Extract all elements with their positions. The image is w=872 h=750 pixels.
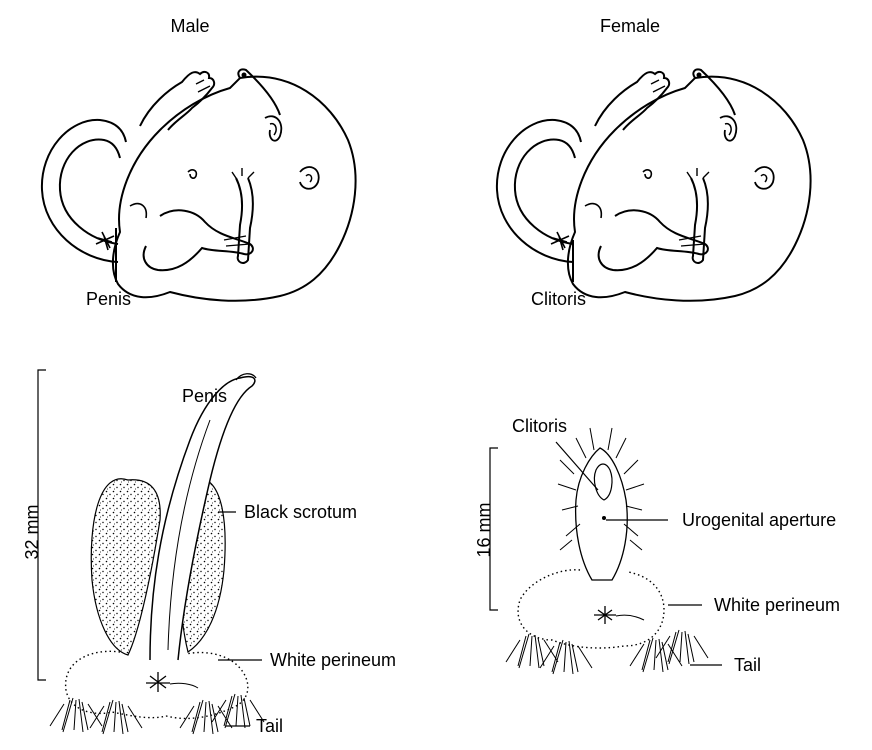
female-scale-label: 16 mm: [474, 502, 494, 557]
black-scrotum-left: [91, 479, 160, 655]
female-perineum-label: White perineum: [714, 595, 840, 615]
female-clitoris-body: [576, 448, 628, 580]
female-pup-drawing: [497, 69, 811, 300]
urogenital-aperture-mark: [602, 516, 606, 520]
female-perineum-outline: [518, 570, 664, 648]
male-detail-penis-label: Penis: [182, 386, 227, 406]
male-heading: Male: [170, 16, 209, 36]
male-penis-label: Penis: [86, 289, 131, 309]
male-tail-label: Tail: [256, 716, 283, 736]
female-anus-mark: [594, 606, 616, 624]
male-pup-drawing: [42, 69, 356, 300]
female-genitalia-detail: [490, 428, 722, 674]
male-scale-label: 32 mm: [22, 504, 42, 559]
female-heading: Female: [600, 16, 660, 36]
female-detail-clitoris-label: Clitoris: [512, 416, 567, 436]
black-scrotum-label: Black scrotum: [244, 502, 357, 522]
female-clitoris-label: Clitoris: [531, 289, 586, 309]
male-anus-mark: [146, 672, 170, 692]
male-genitalia-detail: [38, 370, 264, 734]
male-perineum-label: White perineum: [270, 650, 396, 670]
urogenital-aperture-label: Urogenital aperture: [682, 510, 836, 530]
female-tail-label: Tail: [734, 655, 761, 675]
